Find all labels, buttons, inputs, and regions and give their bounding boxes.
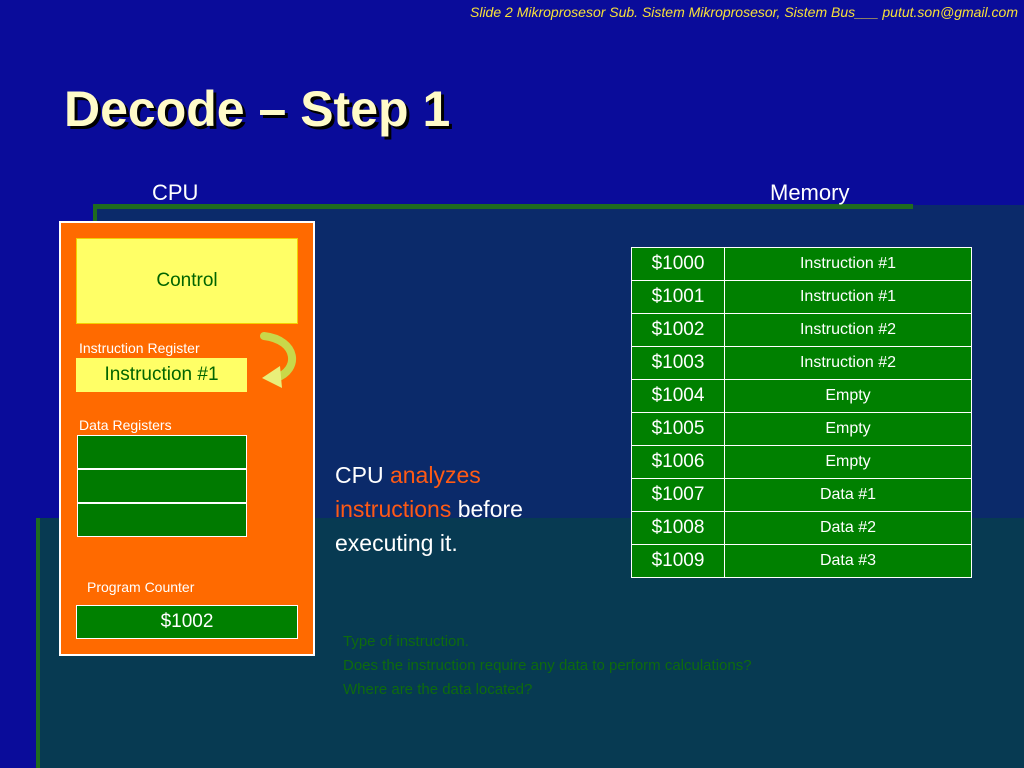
note-item: Where are the data located? — [343, 681, 533, 698]
divider-line-lower — [36, 518, 40, 768]
data-register-1 — [77, 435, 247, 469]
memory-content: Instruction #1 — [724, 280, 972, 314]
memory-content: Empty — [724, 445, 972, 479]
instruction-register-value: Instruction #1 — [104, 364, 219, 385]
instruction-register: Instruction #1 — [76, 358, 247, 392]
curved-arrow-icon — [260, 332, 296, 388]
note-item: Type of instruction. — [343, 633, 469, 650]
memory-content: Instruction #2 — [724, 346, 972, 380]
memory-address: $1003 — [631, 346, 725, 380]
memory-content: Instruction #2 — [724, 313, 972, 347]
memory-address: $1002 — [631, 313, 725, 347]
control-unit: Control — [76, 238, 298, 324]
memory-content: Empty — [724, 379, 972, 413]
memory-content: Data #1 — [724, 478, 972, 512]
description-part2: before executing it. — [335, 496, 523, 556]
memory-content: Empty — [724, 412, 972, 446]
divider-line — [95, 204, 913, 209]
memory-content: Instruction #1 — [724, 247, 972, 281]
program-counter-value: $1002 — [160, 611, 214, 632]
note-item: Does the instruction require any data to… — [343, 657, 752, 674]
data-registers-label: Data Registers — [79, 417, 172, 433]
memory-content: Data #2 — [724, 511, 972, 545]
instruction-register-label: Instruction Register — [79, 340, 200, 356]
memory-address: $1008 — [631, 511, 725, 545]
memory-address: $1007 — [631, 478, 725, 512]
control-label: Control — [156, 270, 218, 291]
data-register-2 — [77, 469, 247, 503]
divider-line-vertical — [93, 204, 97, 224]
memory-content: Data #3 — [724, 544, 972, 578]
header-note: Slide 2 Mikroprosesor Sub. Sistem Mikrop… — [470, 4, 1018, 20]
memory-address: $1006 — [631, 445, 725, 479]
data-register-3 — [77, 503, 247, 537]
memory-address: $1000 — [631, 247, 725, 281]
description-part1: CPU — [335, 462, 390, 488]
program-counter-label: Program Counter — [87, 579, 195, 595]
memory-address: $1009 — [631, 544, 725, 578]
cpu-heading: CPU — [152, 180, 199, 205]
notes-list: Type of instruction. Does the instructio… — [343, 630, 752, 702]
description-text: CPU analyzes instructions before executi… — [335, 458, 575, 560]
memory-address: $1005 — [631, 412, 725, 446]
program-counter: $1002 — [76, 605, 298, 639]
memory-address: $1001 — [631, 280, 725, 314]
description-highlight: analyzes instructions — [335, 462, 481, 522]
memory-heading: Memory — [770, 180, 850, 205]
slide-title: Decode – Step 1 — [64, 81, 451, 137]
memory-address: $1004 — [631, 379, 725, 413]
